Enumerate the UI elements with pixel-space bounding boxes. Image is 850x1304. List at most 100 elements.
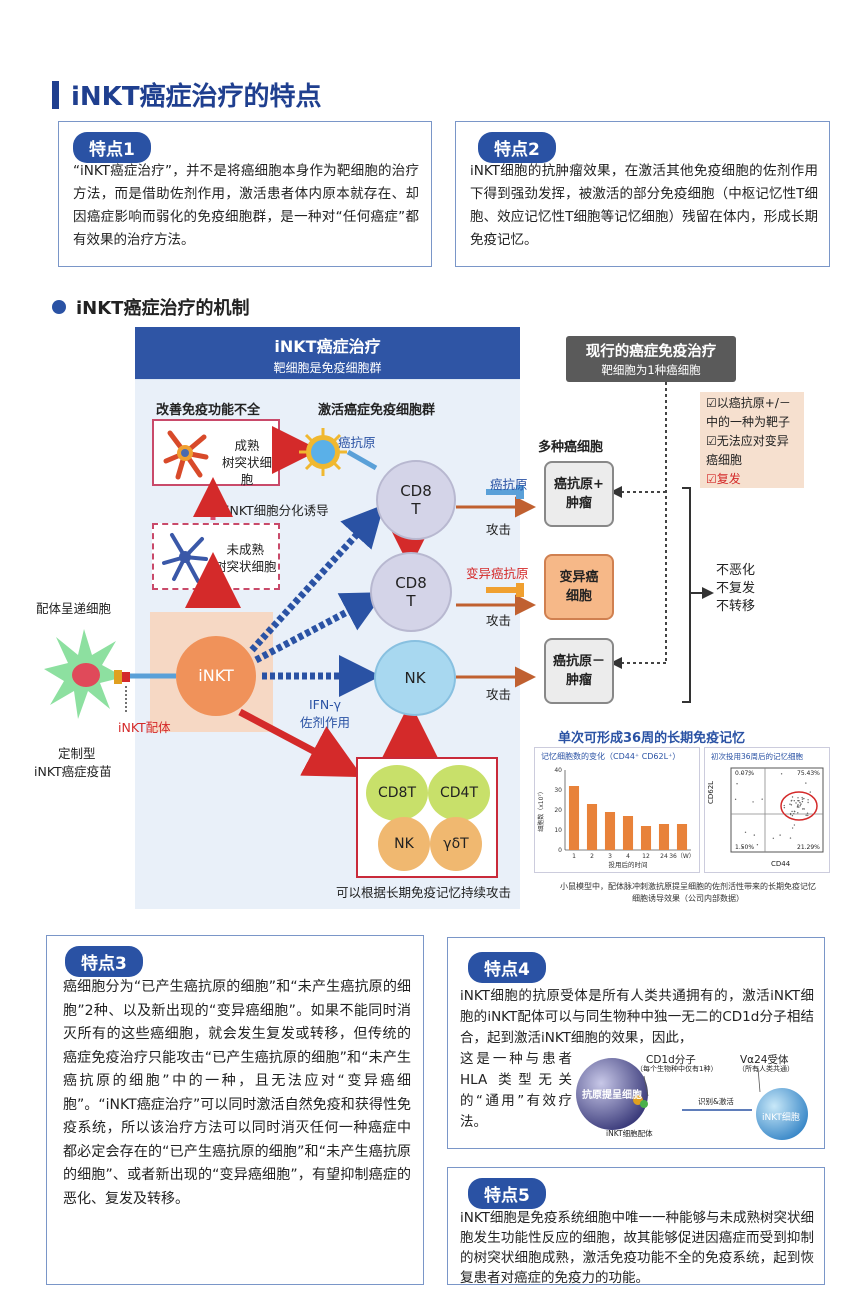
chart-caption-1: 小鼠模型中，配体脉冲刺激抗原提呈细胞的佐剂活性带来的长期免疫记忆 bbox=[560, 882, 816, 891]
scatter-point bbox=[761, 798, 763, 800]
scatter-point bbox=[798, 806, 800, 808]
chart-caption: 小鼠模型中，配体脉冲刺激抗原提呈细胞的佐剂活性带来的长期免疫记忆 细胞诱导效果（… bbox=[548, 881, 828, 905]
scatter-point bbox=[783, 806, 786, 809]
scatter-point bbox=[797, 812, 799, 814]
vaccine-line-1: 定制型 bbox=[58, 746, 96, 761]
attack-label-3: 攻击 bbox=[486, 687, 512, 702]
ligand-label: iNKT配体 bbox=[118, 720, 171, 735]
memory-cells-box: CD8T CD4T NK γδT bbox=[356, 757, 498, 878]
scatter-point bbox=[797, 804, 799, 806]
feature-1-box: 特点1 “iNKT癌症治疗”，并不是将癌细胞本身作为靶细胞的治疗方法，而是借助佐… bbox=[58, 121, 432, 267]
check-item-2: ☑无法应对变异 bbox=[706, 434, 789, 448]
title-bar bbox=[52, 80, 59, 109]
feature-5-text: iNKT细胞是免疫系统细胞中唯一一种能够与未成熟树突状细胞发生功能性反应的细胞，… bbox=[460, 1210, 814, 1286]
cd8-t-cell-1: CD8 T bbox=[376, 460, 456, 540]
scatter-point bbox=[783, 804, 785, 807]
scatter-point bbox=[795, 802, 797, 804]
scatter-point bbox=[748, 774, 750, 776]
scatter-plot bbox=[730, 767, 824, 853]
mechanism-header: iNKT癌症治疗 靶细胞是免疫细胞群 bbox=[135, 327, 520, 379]
va24-sub: （所有人类共通） bbox=[738, 1065, 794, 1073]
nk-cell: NK bbox=[374, 640, 456, 716]
cancer-box-antigen-negative: 癌抗原－ 肿瘤 bbox=[544, 638, 614, 704]
scatter-point bbox=[793, 824, 796, 826]
left-title: 改善免疫功能不全 bbox=[156, 403, 261, 418]
scatter-point bbox=[791, 810, 793, 813]
antigen-label-c: 变异癌抗原 bbox=[466, 566, 529, 581]
scatter-point bbox=[791, 796, 794, 798]
header-title: iNKT癌症治疗 bbox=[274, 337, 381, 356]
attack-label-2: 攻击 bbox=[486, 613, 512, 628]
quad-ul: 0.07% bbox=[735, 770, 755, 777]
bar bbox=[568, 786, 580, 850]
va24-label: Vα24受体 bbox=[740, 1054, 789, 1066]
memory-label: 可以根据长期免疫记忆持续攻击 bbox=[336, 885, 512, 900]
receptor-diagram-svg bbox=[576, 1058, 808, 1140]
scatter-point bbox=[789, 803, 791, 805]
chart-caption-2: 细胞诱导效果（公司内部数据） bbox=[632, 894, 744, 903]
outcome-2: 不复发 bbox=[716, 581, 756, 596]
x-tick-label: 3 bbox=[608, 853, 612, 860]
header-subtitle: 靶细胞是免疫细胞群 bbox=[273, 361, 382, 375]
bar bbox=[622, 816, 634, 850]
scatter-point bbox=[780, 773, 783, 775]
scatter-point bbox=[809, 791, 811, 793]
bar bbox=[586, 804, 598, 850]
x-tick-label: 12 bbox=[642, 853, 650, 860]
bullet-dot bbox=[52, 300, 66, 314]
scatter-point bbox=[793, 810, 796, 813]
outcome-3: 不转移 bbox=[716, 599, 756, 614]
feature-4-text-2: 这是一种与患者HLA 类型无关的“通用”有效疗法。 bbox=[460, 1051, 572, 1130]
check-item-2b: 癌细胞 bbox=[706, 453, 743, 467]
y-tick-label: 30 bbox=[554, 787, 562, 794]
y-axis-label: 细胞数（x10⁷） bbox=[537, 788, 545, 832]
scatter-point bbox=[807, 814, 809, 817]
x-tick-label: 24 bbox=[660, 853, 668, 860]
scatter-point bbox=[753, 834, 756, 836]
scatter-point bbox=[797, 800, 800, 802]
current-therapy-header: 现行的癌症免疫治疗 靶细胞为1种癌细胞 bbox=[566, 336, 736, 382]
gamma-delta-t-cell: γδT bbox=[430, 817, 482, 871]
scatter-point bbox=[803, 797, 805, 800]
x-tick-label: 36（W） bbox=[669, 853, 695, 860]
attack-label-1: 攻击 bbox=[486, 522, 512, 537]
ligand-icon bbox=[114, 670, 130, 684]
scatter-point bbox=[806, 812, 809, 814]
scatter-point bbox=[789, 813, 792, 816]
bar bbox=[658, 824, 670, 850]
activated-dc-icon bbox=[299, 428, 347, 476]
scatter-point bbox=[797, 797, 799, 799]
outcomes: 不恶化 不复发 不转移 bbox=[716, 562, 755, 616]
page-title-text: iNKT癌症治疗的特点 bbox=[71, 82, 322, 112]
vaccine-line-2: iNKT癌症疫苗 bbox=[34, 764, 112, 779]
check-item-1: ☑以癌抗原+/－ bbox=[706, 396, 791, 410]
bar bbox=[676, 824, 688, 850]
scatter-point bbox=[791, 799, 793, 802]
apc-cell-label: 抗原提呈细胞 bbox=[582, 1090, 642, 1101]
quad-lr: 21.29% bbox=[797, 844, 820, 851]
nk-memory-cell: NK bbox=[378, 817, 430, 871]
scatter-point bbox=[799, 805, 801, 807]
feature-2-label: 特点2 bbox=[478, 132, 556, 163]
scatter-point bbox=[791, 827, 794, 829]
mature-dc-icon bbox=[163, 430, 209, 480]
scatter-point bbox=[736, 783, 738, 785]
cd8-t-cell-2: CD8 T bbox=[370, 552, 452, 632]
feature-5-label: 特点5 bbox=[468, 1178, 546, 1209]
feature-3-box: 特点3 癌细胞分为“已产生癌抗原的细胞”和“未产生癌抗原的细胞”2种、以及新出现… bbox=[46, 935, 424, 1285]
many-cancer-title: 多种癌细胞 bbox=[538, 440, 604, 455]
feature-4-box: 特点4 iNKT细胞的抗原受体是所有人类共通拥有的，激活iNKT细胞的iNKT配… bbox=[447, 937, 825, 1149]
scatter-point bbox=[799, 801, 801, 804]
scatter-point bbox=[805, 814, 807, 817]
scatter-point bbox=[793, 800, 795, 802]
scatter-point bbox=[801, 800, 804, 803]
scatter-point bbox=[741, 846, 744, 848]
diff-label: iNKT细胞分化诱导 bbox=[226, 503, 329, 518]
y-tick-label: 0 bbox=[558, 847, 562, 854]
recog-label: 识别&激活 bbox=[698, 1097, 734, 1106]
feature-4-diagram: 抗原提呈细胞 CD1d分子 （每个生物种中仅有1种） Vα24受体 （所有人类共… bbox=[572, 1054, 814, 1142]
x-tick-label: 1 bbox=[572, 853, 576, 860]
quad-ur: 75.43% bbox=[797, 770, 820, 777]
